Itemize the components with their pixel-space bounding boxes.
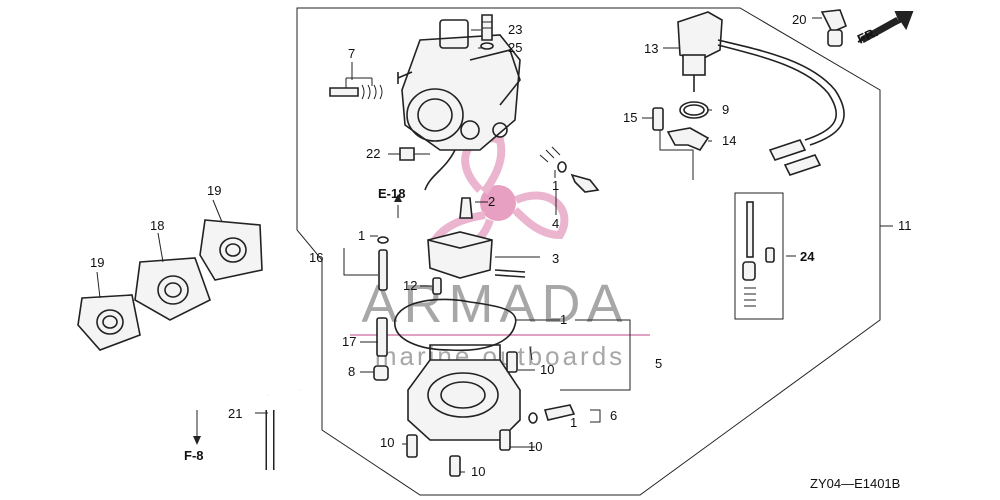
part-9-oring [679,101,709,119]
ref-e18: E-18 [378,186,405,218]
float-chamber-gasket [394,298,517,352]
part-4-pilot-screw [539,146,600,193]
callout-14: 14 [722,133,736,148]
callout-10-b: 10 [380,435,394,450]
watermark-blade [512,191,569,240]
part-24-kit [734,192,784,320]
part-2-float-valve [459,197,473,219]
front-label: FR. [855,24,880,46]
watermark-blade [461,134,506,195]
callout-10-d: 10 [471,464,485,479]
part-8-plug [373,365,389,381]
callout-8: 8 [348,364,355,379]
part-13-solenoid-valve [677,11,845,176]
callout-13: 13 [644,41,658,56]
callout-labels: 23 25 7 22 2 1 4 3 1 16 12 1 5 17 8 10 1… [90,12,912,479]
callout-12: 12 [403,278,417,293]
part-3-float [427,231,526,279]
part-12-jet [432,277,442,295]
carburetor-body [397,19,521,191]
callout-18: 18 [150,218,164,233]
part-19-gasket-upper [199,219,263,281]
callout-21: 21 [228,406,242,421]
part-22-bolt [399,147,430,161]
callout-1-washer: 1 [358,228,365,243]
leader-lines [96,17,893,473]
callout-2: 2 [488,194,495,209]
part-15-screw [652,107,664,131]
watermark-disc [480,185,516,221]
callout-1-gasket: 1 [560,312,567,327]
callout-10-a: 10 [540,362,554,377]
callout-10-c: 10 [528,439,542,454]
float-chamber [407,344,521,441]
part-23-jet [480,14,494,50]
diagram-code: ZY04—E1401B [810,476,900,491]
callout-20: 20 [792,12,806,27]
ref-e18-label: E-18 [378,186,405,201]
front-direction-arrow: FR. [855,11,914,47]
part-19-gasket-lower [77,294,141,351]
assembly-boundary [296,7,881,496]
part-16-main-nozzle [377,236,389,291]
watermark-title: ARMADA [361,274,628,334]
callout-9: 9 [722,102,729,117]
callout-22: 22 [366,146,380,161]
callout-6: 6 [610,408,617,423]
callout-17: 17 [342,334,356,349]
ref-f8-label: F-8 [184,448,204,463]
callout-19-lower: 19 [90,255,104,270]
callout-1-drain: 1 [570,415,577,430]
callout-3: 3 [552,251,559,266]
callout-23: 23 [508,22,522,37]
part-14-clamp-plate [666,127,710,151]
callout-7: 7 [348,46,355,61]
part-20-clip [820,9,848,47]
callout-11: 11 [898,218,912,233]
callout-1-pilot: 1 [552,178,559,193]
callout-15: 15 [623,110,637,125]
callout-24: 24 [800,249,815,264]
callout-4: 4 [552,216,559,231]
part-21-hose [265,382,302,470]
part-6-drain-screw [528,404,576,424]
ref-f8: F-8 [184,410,204,463]
part-7-screw-spring [329,77,383,100]
part-17-jet-holder [376,317,388,357]
callout-16: 16 [309,250,323,265]
kit-24-box [734,192,784,320]
callout-5: 5 [655,356,662,371]
callout-25: 25 [508,40,522,55]
callout-19-upper: 19 [207,183,221,198]
part-18-insulator [134,257,211,321]
part-10-screws [406,351,518,477]
